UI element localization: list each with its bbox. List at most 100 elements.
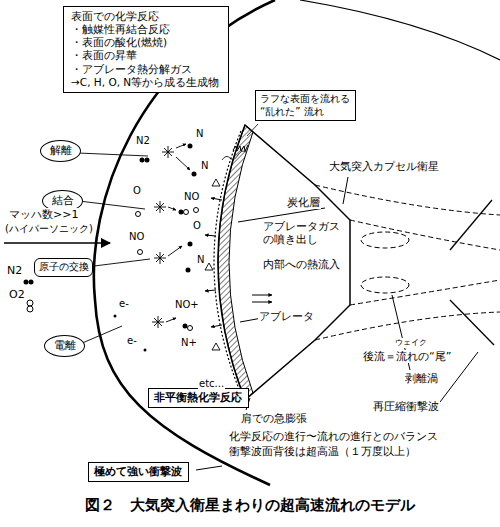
figure-caption: 図２ 大気突入衛星まわりの超高速流れのモデル [0, 496, 500, 515]
wake-line [315, 185, 500, 215]
wake-line [350, 220, 500, 250]
atom [140, 158, 145, 163]
atom [194, 208, 199, 213]
node-text: ・アブレータ熱分解ガス [71, 63, 221, 76]
annotation-label: NO+ [174, 299, 200, 311]
outer-curve [300, 0, 500, 60]
flow-arrow [4, 242, 110, 244]
atom [186, 268, 191, 273]
burst [152, 316, 164, 328]
annotation-label: O2 [8, 288, 26, 301]
turbulent-flow [222, 151, 246, 160]
annotation-label: 剥離渦 [404, 372, 439, 385]
arrow [211, 198, 222, 200]
reaction-leader [94, 259, 150, 266]
atom [188, 242, 193, 247]
shock-line [450, 200, 492, 250]
heat-flow-arrows [252, 295, 272, 302]
title-box: 極めて強い衝撃波 [88, 462, 189, 482]
annotation-label: アブレータガスの噴き出し [262, 220, 344, 246]
arrow [176, 144, 186, 148]
annotation-label: 内部への熱流入 [262, 258, 341, 271]
node-text: →C, H, O, N等から成る生成物 [71, 76, 221, 89]
atom [192, 172, 197, 177]
recompression-shock [450, 200, 494, 345]
note-box: 表面での化学反応・触媒性再結合反応・表面の酸化(燃焼)・表面の昇華・アブレータ熱… [63, 6, 229, 93]
char-layer [214, 131, 241, 394]
annotation-label: NO [128, 231, 145, 243]
node-text: 表面での化学反応 [71, 10, 221, 23]
shock-line [450, 300, 494, 345]
node-text: ラフな表面を流れる “乱れた” 流れ [260, 93, 351, 118]
wake-line [350, 280, 500, 305]
reaction-leader [78, 153, 148, 156]
annotation-label: アブレータ [258, 310, 315, 323]
arrow [211, 325, 222, 327]
process-ellipse: 解離 [40, 140, 81, 162]
wake-lines [315, 185, 500, 340]
atom [183, 324, 188, 329]
annotation-label: O [132, 185, 142, 197]
wake-line [315, 312, 500, 340]
process-box: 原子の交換 [34, 258, 93, 277]
annotation-label: N+ [180, 337, 198, 349]
annotation-label: N [196, 254, 205, 266]
annotation-label: N [200, 160, 209, 172]
arrow [252, 302, 272, 303]
atom [24, 280, 29, 285]
annotation-label: マッハ数>>1 [8, 208, 79, 221]
node-text: ・触媒性再結合反応 [71, 23, 221, 36]
burst [154, 201, 166, 213]
reaction-leader [80, 326, 122, 344]
ablator-layer [218, 125, 253, 400]
atom [145, 158, 150, 163]
atom [27, 306, 33, 312]
callout-box: ラフな表面を流れる “乱れた” 流れ [255, 90, 356, 121]
triangle [212, 179, 220, 186]
arrow [168, 207, 176, 210]
arrow [176, 157, 190, 170]
node-text: ・表面の昇華 [71, 49, 221, 62]
atom [184, 210, 189, 215]
leader-line [343, 177, 348, 204]
triangle [212, 343, 220, 350]
triangle [205, 263, 213, 270]
process-ellipse: 電離 [44, 335, 85, 357]
arrow [205, 290, 216, 291]
annotation-label: 炭化層 [286, 196, 321, 209]
annotation-label: O [192, 220, 202, 232]
surface-products [205, 179, 220, 350]
leader-line [247, 124, 258, 136]
arrow [205, 235, 216, 236]
separation-vortex [361, 232, 409, 248]
annotation-label: e- [126, 335, 138, 347]
node-text: 非平衡熱化学反応 [154, 391, 243, 405]
annotation-label: 衝撃波面背後は超高温（１万度以上） [228, 445, 417, 458]
gas-injection-arrows [205, 198, 222, 327]
node-text: 電離 [53, 339, 76, 353]
separation-vortex [361, 277, 409, 293]
atom [179, 210, 184, 215]
annotation-label: N2 [135, 135, 151, 147]
electron [144, 349, 147, 352]
node-text: 結合 [51, 194, 74, 208]
node-text: 極めて強い衝撃波 [94, 465, 183, 479]
atom [188, 326, 193, 331]
atom [138, 250, 143, 255]
arrow [166, 318, 176, 322]
leader-line [196, 466, 222, 470]
annotation-label: (ハイパーソニック) [4, 223, 94, 235]
annotation-label: etc... [198, 378, 225, 390]
annotation-label: 肩での急膨張 [240, 412, 308, 425]
annotation-label: N [195, 128, 204, 140]
arrow [252, 295, 272, 296]
annotation-label: NO [183, 191, 200, 203]
atom [29, 280, 34, 285]
atom [188, 144, 193, 149]
atom [27, 300, 33, 306]
title-box: 非平衡熱化学反応 [148, 388, 249, 408]
annotation-label: e- [118, 298, 130, 310]
annotation-label: ウェイク [394, 338, 428, 348]
burst [162, 146, 174, 158]
